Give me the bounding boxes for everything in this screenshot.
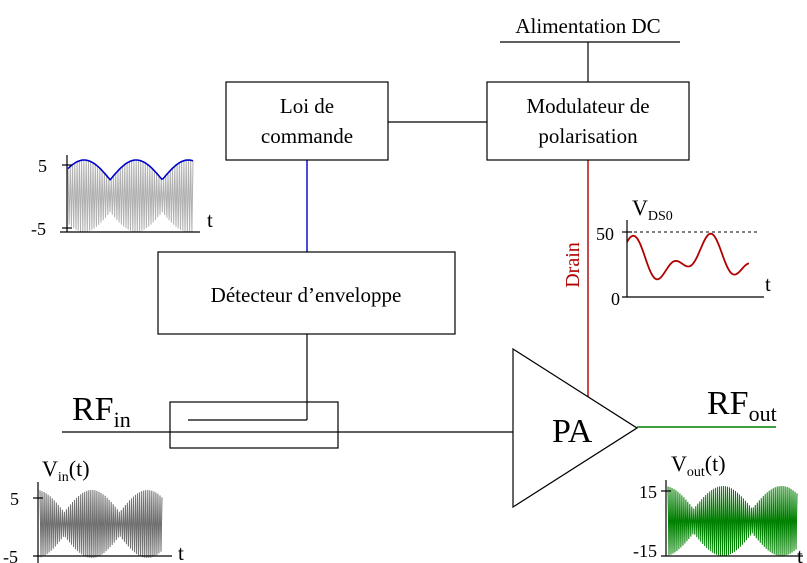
envelope-tick-top: 5: [38, 156, 47, 176]
carrier-waveform: [67, 159, 194, 233]
vin-x-label: t: [178, 541, 184, 563]
vout-tick-bottom: -15: [633, 541, 657, 561]
vin-tick-top: 5: [10, 489, 19, 509]
envelope-curve: [67, 159, 194, 181]
envelope-tick-bottom: -5: [31, 219, 46, 239]
control-law-label-line1: Loi de: [280, 94, 334, 118]
rf-output-label: RFout: [707, 385, 777, 426]
vds-tick-top: 50: [596, 224, 614, 244]
vds-x-label: t: [765, 272, 771, 296]
control-law-block: Loi de commande: [225, 81, 389, 161]
vout-signal: [667, 485, 798, 557]
control-law-label-line2: commande: [261, 124, 353, 148]
carrier-waveform: [667, 485, 798, 557]
bias-modulator-block: Modulateur de polarisation: [486, 81, 690, 161]
power-amplifier: PA: [512, 347, 639, 509]
vds-tick-bottom: 0: [611, 289, 620, 309]
vds-plot: VDS0 50 0 t: [596, 195, 771, 309]
carrier-waveform: [39, 489, 163, 559]
vout-tick-top: 15: [639, 482, 657, 502]
supply-label: Alimentation DC: [515, 14, 660, 38]
envelope-detector-label: Détecteur d’enveloppe: [211, 283, 402, 307]
drain-label: Drain: [562, 242, 584, 288]
power-amplifier-label: PA: [552, 413, 593, 450]
vin-signal: [39, 489, 163, 559]
vin-plot: Vin(t) 5 -5 t: [3, 456, 184, 563]
bias-modulator-label-line2: polarisation: [538, 124, 638, 148]
envelope-detector-block: Détecteur d’enveloppe: [157, 251, 456, 335]
vds-title: VDS0: [632, 195, 673, 224]
coupler-block: [169, 401, 339, 449]
vin-tick-bottom: -5: [3, 547, 18, 563]
envelope-plot: 5 -5 t: [31, 155, 213, 239]
vout-x-label: t: [797, 544, 803, 563]
envelope-carrier-signal: [67, 159, 194, 233]
vout-title: Vout(t): [671, 451, 726, 480]
envelope-x-label: t: [207, 208, 213, 232]
bias-modulator-label-line1: Modulateur de: [526, 94, 649, 118]
vds-curve: [626, 232, 750, 281]
vout-plot: Vout(t) 15 -15 t: [633, 451, 803, 563]
vin-title: Vin(t): [42, 456, 90, 485]
rf-input-label: RFin: [72, 391, 131, 432]
